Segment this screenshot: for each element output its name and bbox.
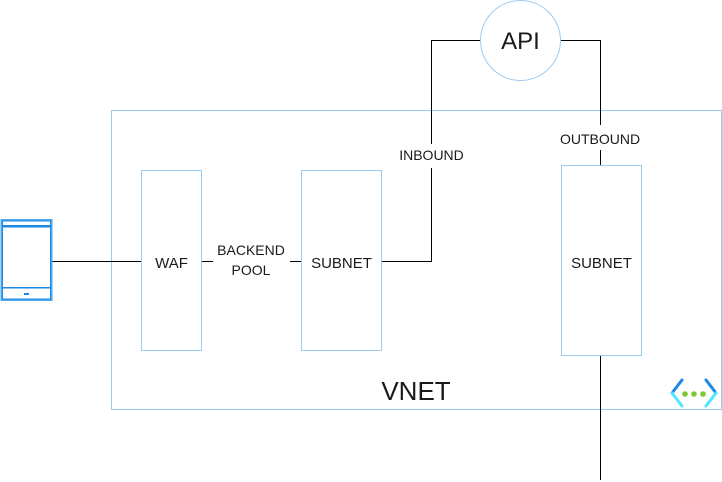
connector-api-outbound	[561, 40, 601, 125]
backend-pool-label: BACKEND POOL	[217, 242, 285, 278]
subnet-inbound-label: SUBNET	[311, 255, 372, 272]
virtual-network-icon	[670, 378, 718, 408]
backend-pool-line2: POOL	[232, 262, 271, 278]
subnet-outbound-label: SUBNET	[571, 255, 632, 272]
mobile-device-icon[interactable]	[0, 219, 53, 301]
backend-pool-line1: BACKEND	[217, 242, 285, 258]
outbound-label: OUTBOUND	[560, 131, 640, 147]
api-label: API	[501, 28, 540, 55]
waf-label: WAF	[155, 255, 188, 272]
connector-inbound-api	[431, 40, 481, 144]
subnet-outbound-node[interactable]: SUBNET	[561, 165, 642, 356]
connector-subnet-inbound	[381, 168, 432, 262]
subnet-inbound-node[interactable]: SUBNET	[301, 170, 382, 351]
vnet-label: VNET	[381, 376, 450, 406]
inbound-label: INBOUND	[399, 147, 464, 163]
api-node[interactable]: API	[480, 0, 561, 81]
waf-node[interactable]: WAF	[141, 170, 202, 351]
